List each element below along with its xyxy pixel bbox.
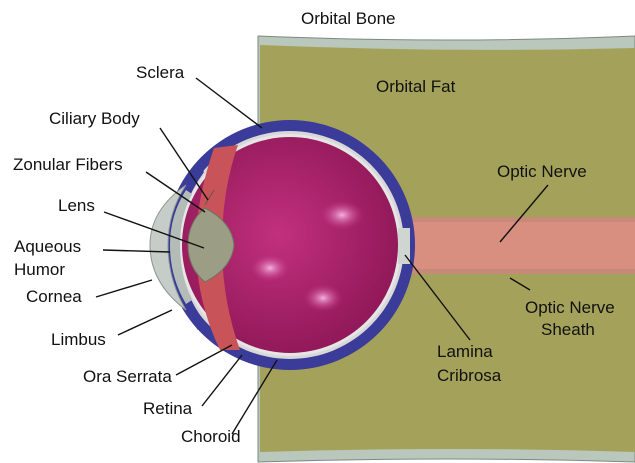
label-lamina-cribrosa-2: Cribrosa bbox=[437, 366, 502, 385]
label-zonular-fibers: Zonular Fibers bbox=[13, 155, 123, 174]
label-retina: Retina bbox=[143, 399, 193, 418]
sclera-leader bbox=[196, 78, 262, 128]
label-orbital-bone: Orbital Bone bbox=[301, 9, 396, 28]
label-ora-serrata: Ora Serrata bbox=[83, 367, 172, 386]
label-optic-nerve: Optic Nerve bbox=[497, 162, 587, 181]
highlight-1 bbox=[320, 200, 364, 230]
ora-serrata-leader bbox=[176, 345, 232, 375]
label-optic-nerve-sheath-1: Optic Nerve bbox=[525, 298, 615, 317]
label-choroid: Choroid bbox=[181, 427, 241, 446]
retina-leader bbox=[202, 355, 242, 406]
label-cornea: Cornea bbox=[26, 287, 82, 306]
label-aqueous-humor-2: Humor bbox=[14, 260, 65, 279]
cornea-leader bbox=[96, 280, 152, 297]
label-optic-nerve-sheath-2: Sheath bbox=[541, 320, 595, 339]
label-limbus: Limbus bbox=[51, 330, 106, 349]
highlight-3 bbox=[303, 284, 343, 312]
label-ciliary-body: Ciliary Body bbox=[49, 109, 140, 128]
optic-nerve bbox=[400, 222, 635, 269]
label-aqueous-humor-1: Aqueous bbox=[14, 237, 81, 256]
highlight-2 bbox=[250, 254, 290, 282]
label-sclera: Sclera bbox=[136, 63, 185, 82]
limbus-leader bbox=[118, 310, 172, 335]
label-orbital-fat: Orbital Fat bbox=[376, 77, 456, 96]
label-lens: Lens bbox=[58, 196, 95, 215]
label-lamina-cribrosa-1: Lamina bbox=[437, 342, 493, 361]
